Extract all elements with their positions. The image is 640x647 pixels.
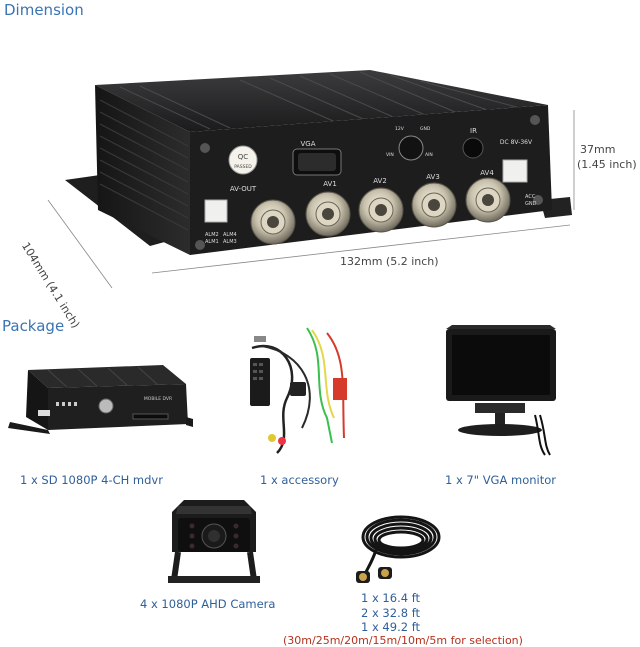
ain-label: AIN	[425, 152, 433, 158]
gnd-small-label: GND	[420, 126, 431, 132]
dc-label: DC 8V-36V	[500, 139, 533, 146]
accessory-caption: 1 x accessory	[260, 473, 339, 487]
ir-label: IR	[470, 127, 477, 135]
monitor-caption: 1 x 7" VGA monitor	[445, 473, 556, 487]
mdvr-label: MOBILE DVR	[144, 396, 172, 402]
cable-line-3: 1 x 49.2 ft	[361, 620, 421, 634]
alm4-label: ALM4	[223, 232, 237, 238]
cable-selection-note: (30m/25m/20m/15m/10m/5m for selection)	[283, 634, 523, 647]
height-dimension-inch: (1.45 inch)	[577, 158, 637, 171]
mdvr-caption: 1 x SD 1080P 4-CH mdvr	[20, 473, 163, 487]
package-title: Package	[2, 317, 65, 335]
av1-label: AV1	[323, 180, 337, 188]
height-dimension-mm: 37mm	[580, 143, 616, 156]
alm3-label: ALM3	[223, 239, 237, 245]
cable-image	[356, 515, 441, 583]
alm2-label: ALM2	[205, 232, 219, 238]
camera-caption: 4 x 1080P AHD Camera	[140, 597, 276, 611]
monitor-image	[446, 325, 556, 456]
acc-label: ACC	[525, 194, 536, 200]
mdvr-device-image: QC PASSED VGA 12V GND VIN AIN IR DC 8V-3…	[47, 70, 575, 289]
vin-label: VIN	[386, 152, 394, 158]
qc-text: QC	[238, 153, 249, 161]
alm1-label: ALM1	[205, 239, 219, 245]
12v-label: 12V	[395, 126, 405, 132]
av-out-label: AV-OUT	[230, 185, 257, 193]
width-dimension-label: 132mm (5.2 inch)	[340, 255, 439, 268]
passed-text: PASSED	[234, 164, 252, 170]
gnd-label: GND	[525, 201, 537, 207]
dimension-title: Dimension	[4, 1, 84, 19]
cable-line-2: 2 x 32.8 ft	[361, 606, 421, 620]
av3-label: AV3	[426, 173, 440, 181]
av4-label: AV4	[480, 169, 494, 177]
cable-line-1: 1 x 16.4 ft	[361, 591, 421, 605]
mdvr-product-image: MOBILE DVR	[8, 365, 193, 434]
camera-image	[168, 500, 260, 583]
accessory-image	[250, 327, 347, 454]
av2-label: AV2	[373, 177, 387, 185]
vga-label: VGA	[300, 140, 315, 148]
